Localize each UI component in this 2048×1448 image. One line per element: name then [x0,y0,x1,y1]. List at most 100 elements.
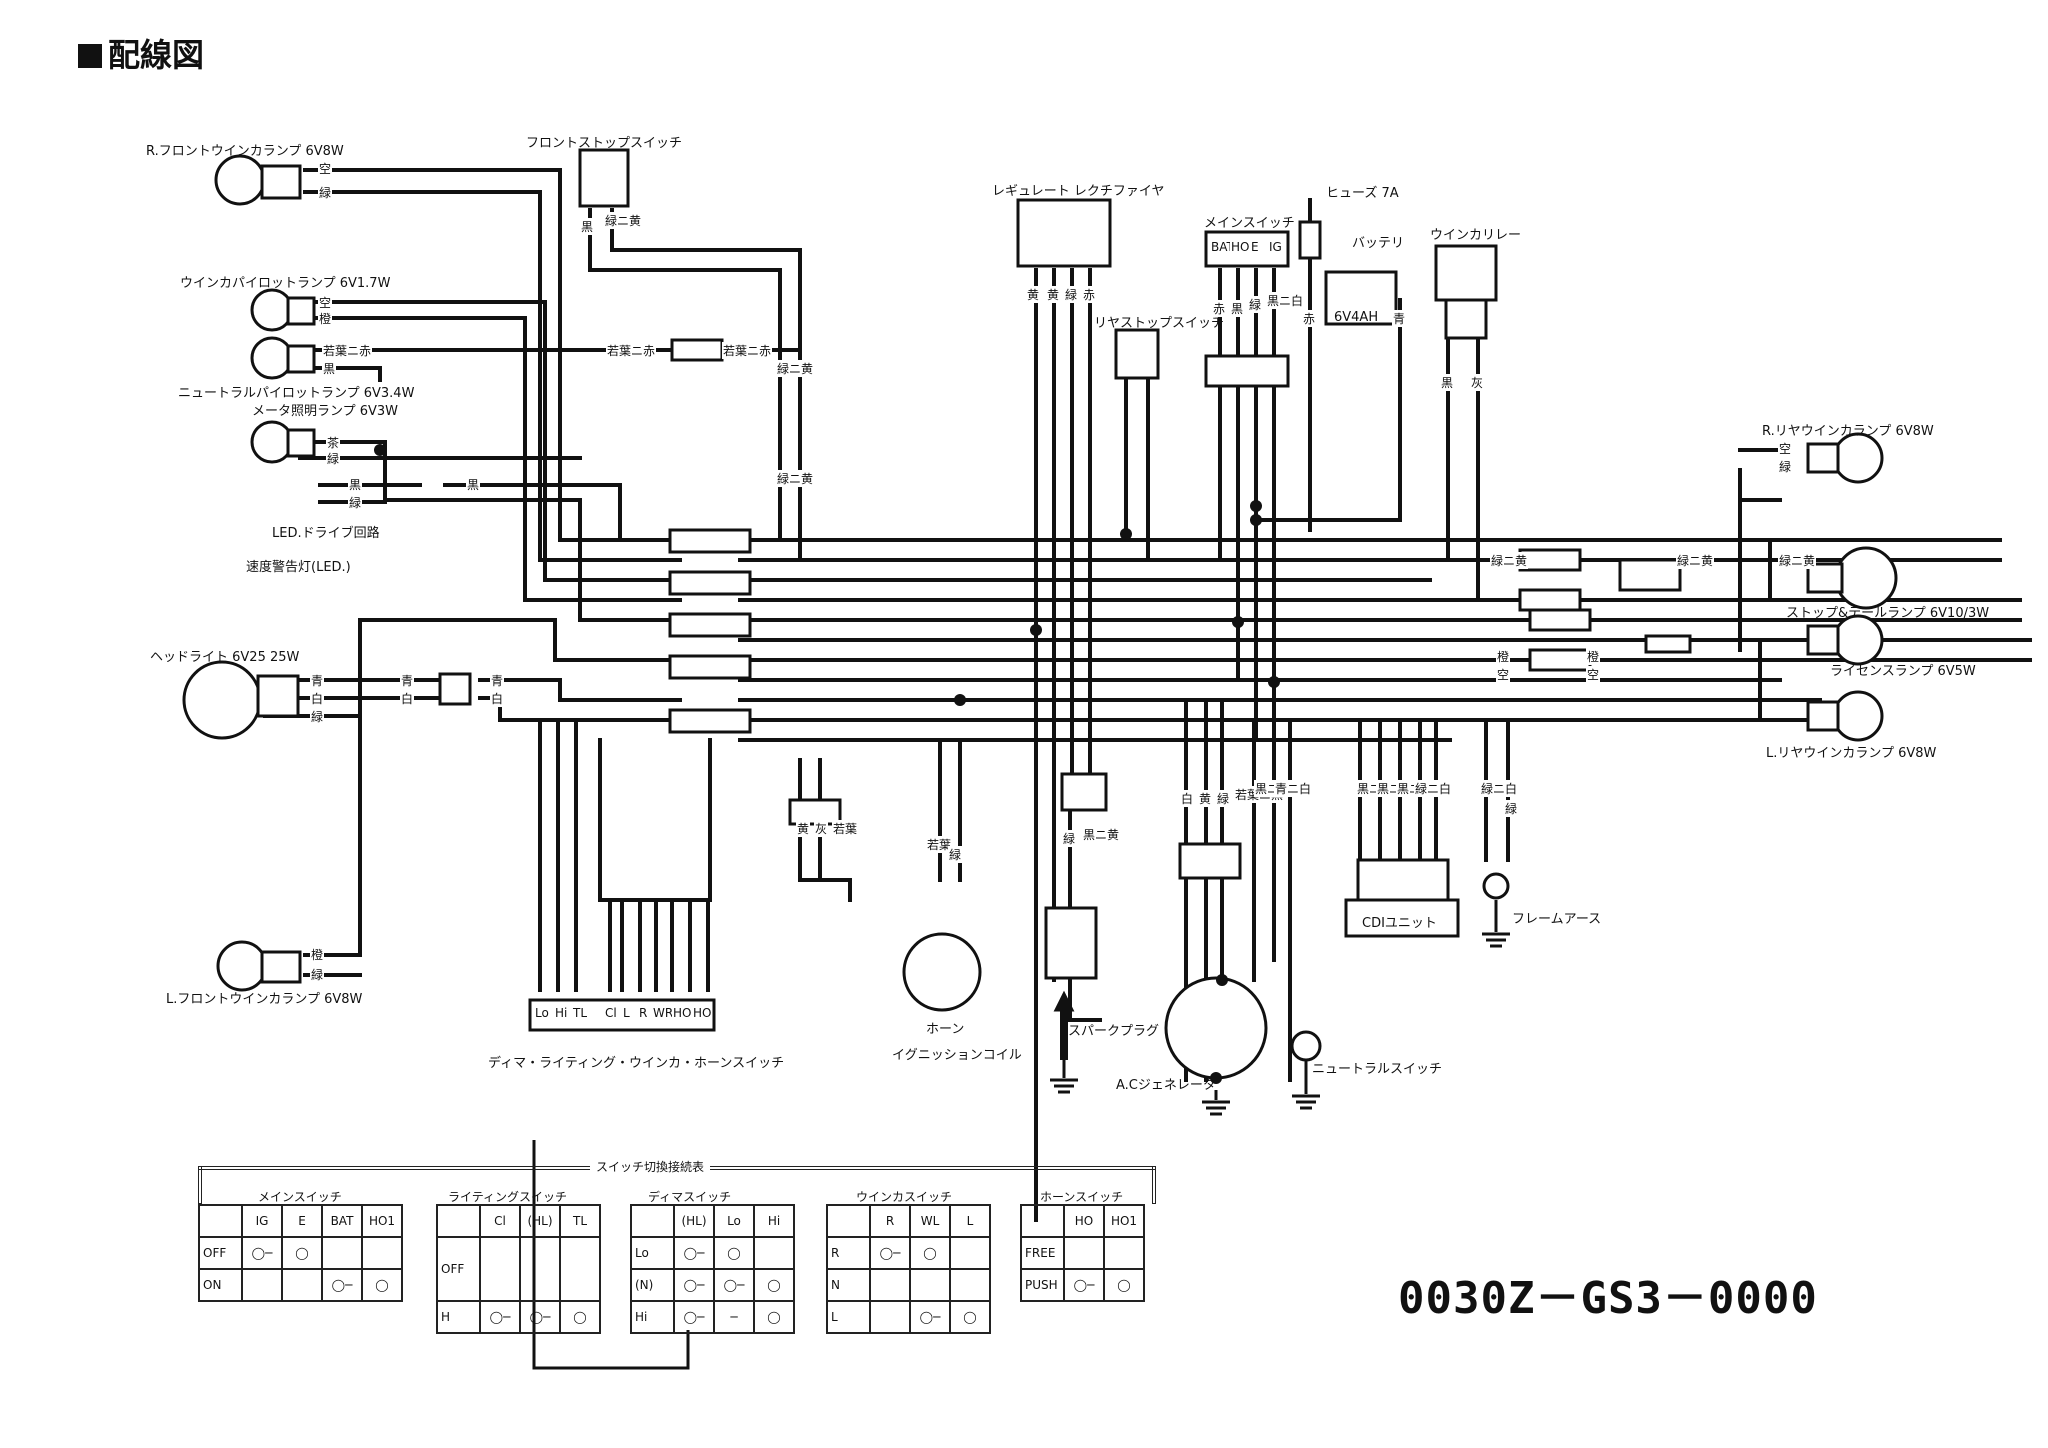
neutral-switch-icon [1290,1030,1322,1062]
wire-label: 黄 [1198,790,1213,807]
wire-label: 黒 [1230,300,1245,317]
drawing-code: 0030Z－GS3－0000 [1398,1273,1818,1324]
meter-lamp-label: メータ照明ランプ 6V3W [252,404,399,419]
speed-warning-label: 速度警告灯(LED.) [246,560,351,575]
wire-label: 灰 [1470,374,1485,391]
l-rear-winker-label: L.リヤウインカランプ 6V8W [1766,746,1937,761]
winker-switch-table-title: ウインカスイッチ [856,1190,953,1204]
headlight-label: ヘッドライト 6V25 25W [150,650,300,665]
wire-label: 橙 [318,310,333,327]
terminal-hi: Hi [554,1006,569,1020]
spark-plug-label: スパークプラグ [1068,1024,1160,1039]
wire-label: 赤 [1082,286,1097,303]
main-switch-label: メインスイッチ [1204,216,1295,231]
wire-label: 白 [490,690,505,707]
wire-label: 青 [1392,310,1407,327]
ac-generator-label: A.Cジェネレータ [1116,1078,1216,1093]
terminal-l: L [622,1006,631,1020]
l-front-winker-lamp-icon [216,940,268,992]
horn-switch-table-title: ホーンスイッチ [1040,1190,1124,1204]
wire-green [303,190,682,562]
wire-label: 橙 [1586,648,1601,665]
r-rear-winker-lamp-icon [1832,432,1884,484]
wire-label: 赤 [1302,310,1317,327]
r-front-winker-label: R.フロントウインカランプ 6V8W [146,144,344,159]
rear-stop-switch-label: リヤストップスイッチ [1094,316,1225,331]
wire-label: 緑 [1064,286,1079,303]
lighting-switch-table: Cl(HL)TL OFF H◯─◯─◯ [436,1204,601,1334]
wire-label: 白 [310,690,325,707]
frame-earth-icon [1482,872,1510,900]
wire-label: 緑ニ白 [1480,780,1519,797]
wire-label: 若葉ニ赤 [606,342,657,359]
wire-label: 緑 [318,184,333,201]
wire-label: 橙 [1496,648,1511,665]
r-rear-winker-label: R.リヤウインカランプ 6V8W [1762,424,1934,439]
frame-earth-label: フレームアース [1512,912,1602,927]
headlight-icon [182,660,262,740]
wire-label: 黒 [580,218,595,235]
cdi-unit-label: CDIユニット [1362,916,1437,931]
battery-icon [1324,270,1398,326]
winker-pilot-lamp-icon [250,288,294,332]
winker-relay-label: ウインカリレー [1430,228,1522,243]
handle-switch-label: ディマ・ライティング・ウインカ・ホーンスイッチ [488,1056,785,1071]
wire-label: 若葉ニ赤 [322,342,373,359]
rear-stop-switch-icon [1114,328,1160,380]
license-lamp-icon [1832,614,1884,666]
horn-label: ホーン [926,1022,965,1037]
stop-tail-lamp-icon [1834,546,1898,610]
winker-pilot-label: ウインカパイロットランプ 6V1.7W [180,276,391,291]
wire-label: 若葉 [926,836,953,853]
wire-label: 若葉ニ赤 [722,342,773,359]
led-drive-label: LED.ドライブ回路 [272,526,380,541]
fuse-icon [1298,220,1322,260]
wire-label: 黒ニ黄 [1082,826,1121,843]
wire-sky-2 [313,300,682,582]
ac-generator-icon [1164,976,1268,1080]
wire-label: 青 [490,672,505,689]
terminal-ho: HO [692,1006,713,1020]
wire-label: 空 [1586,666,1601,683]
neutral-pilot-label: ニュートラルパイロットランプ 6V3.4W [178,386,415,401]
front-stop-switch-icon [578,148,630,208]
wire-label: 緑 [1778,458,1793,475]
wire-label: 緑ニ黄 [776,360,815,377]
neutral-pilot-lamp-icon [250,336,294,380]
terminal-lo: Lo [534,1006,550,1020]
wire-label: 橙 [310,946,325,963]
wire-label: 黒 [1440,374,1455,391]
license-lamp-label: ライセンスランプ 6V5W [1830,664,1976,679]
wire-label: 黄 [1046,286,1061,303]
wire-label: 緑ニ黄 [1490,552,1529,569]
wire-label: 緑ニ黄 [604,212,643,229]
wire-label: 若葉 [832,820,859,837]
r-front-winker-lamp-icon [214,154,266,206]
wire-label: 緑 [1216,790,1231,807]
wire-label: 緑ニ黄 [776,470,815,487]
ignition-coil-icon [1044,906,1098,980]
wire-label: 赤 [1212,300,1227,317]
page-title: 配線図 [78,30,204,76]
terminal-e: E [1250,240,1260,254]
regulator-icon [1016,198,1112,268]
battery-label: バッテリ [1352,236,1405,251]
terminal-bat: BAT [1210,240,1235,254]
wire-label: 黒 [466,476,481,493]
wire-label: 白 [400,690,415,707]
fuse-label: ヒューズ 7A [1326,186,1399,201]
wire-label: 黒 [348,476,363,493]
title-text: 配線図 [108,36,205,74]
wire-label: 黒ニ白 [1266,292,1305,309]
l-front-winker-label: L.フロントウインカランプ 6V8W [166,992,363,1007]
wire-label: 茶 [326,434,341,451]
switch-table-title: スイッチ切換接続表 [590,1158,711,1175]
winker-relay-icon [1434,244,1498,302]
ignition-coil-label: イグニッションコイル [892,1048,1022,1063]
wire-label: 灰 [814,820,829,837]
front-stop-switch-label: フロントストップスイッチ [526,136,683,151]
wire-label: 緑ニ黄 [1778,552,1817,569]
wire-label: 緑 [948,846,963,863]
